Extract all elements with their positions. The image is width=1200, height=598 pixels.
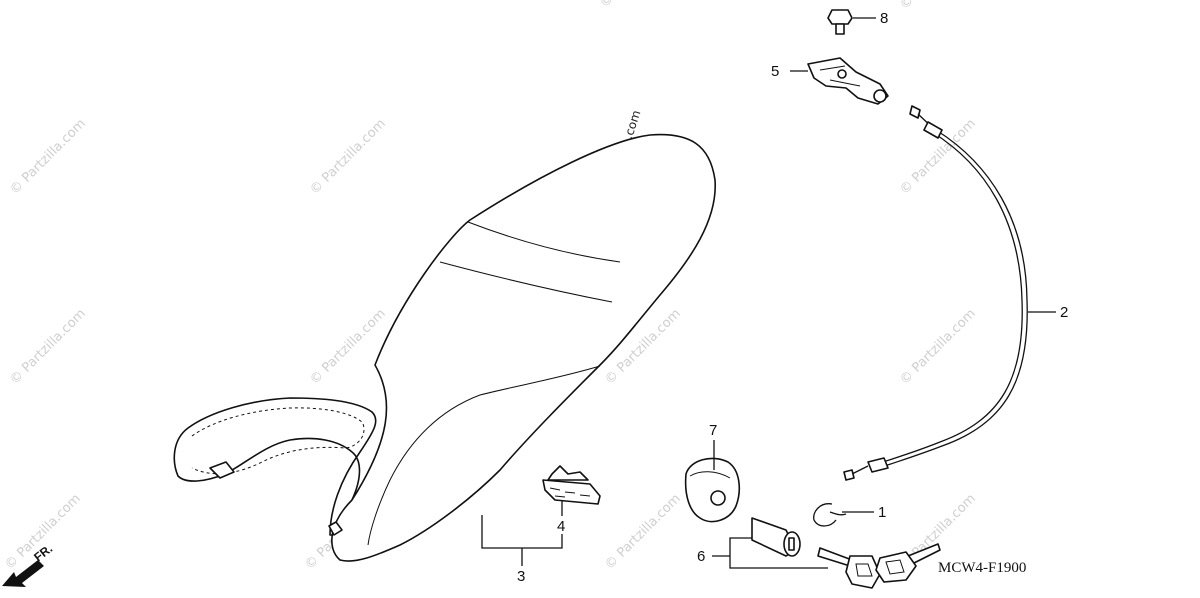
clip-part[interactable]: [813, 503, 847, 527]
callouts: 1 2 3 4 5 6 7 8: [517, 10, 1068, 585]
seat-seam-line: [439, 261, 613, 303]
cushion-top: [547, 465, 589, 481]
watermark: © Partzilla.com: [307, 306, 389, 388]
lock-cylinder-part[interactable]: [751, 517, 801, 557]
bolt-head: [827, 9, 853, 25]
seat-step-line: [467, 221, 621, 263]
cover-hole: [710, 490, 726, 506]
leader-lines: [481, 17, 1056, 569]
seat-lock-cable-part[interactable]: [843, 105, 1028, 481]
watermark: © Partzilla.com: [307, 116, 389, 198]
cable-lower-sleeve: [867, 457, 889, 473]
watermark: © Partzilla.com: [597, 0, 679, 11]
bolt-shank: [835, 23, 845, 35]
cushion-body: [542, 479, 601, 505]
callout-1[interactable]: 1: [878, 504, 886, 521]
seat-hook: [209, 461, 235, 479]
watermark: © Partzilla.com: [7, 306, 89, 388]
seat-stitching: [191, 407, 365, 475]
callout-6[interactable]: 6: [697, 548, 705, 565]
cover-edge: [689, 471, 731, 479]
seat-outline: [173, 397, 377, 536]
seat-catch-part[interactable]: [807, 57, 889, 105]
key-logo: [855, 559, 905, 577]
callout-4[interactable]: 4: [557, 518, 565, 535]
keys-part[interactable]: [817, 543, 941, 589]
cable-line-inner: [881, 129, 1028, 468]
seat-body: [331, 133, 716, 562]
callout-2[interactable]: 2: [1060, 304, 1068, 321]
callout-8[interactable]: 8: [880, 10, 888, 27]
watermark: © Partzilla.com: [602, 491, 684, 573]
seat-part[interactable]: [173, 133, 716, 562]
cylinder-keyway: [788, 537, 795, 551]
cover-body: [684, 457, 741, 523]
seat-side-line: [367, 365, 601, 546]
cushion-texture: [549, 487, 591, 498]
callout-5[interactable]: 5: [771, 63, 779, 80]
catch-hole: [837, 69, 847, 79]
cable-line: [879, 131, 1023, 464]
clip-wire: [813, 503, 847, 527]
catch-roller: [873, 89, 887, 103]
diagram-code: MCW4-F1900: [938, 560, 1026, 576]
front-arrow-icon: [2, 560, 44, 587]
key-blade-1: [817, 547, 853, 567]
watermark: © Partzilla.com: [897, 306, 979, 388]
watermark: © Partzilla.com: [897, 0, 979, 13]
key-head-1: [845, 555, 881, 589]
cable-lower-rod: [851, 465, 869, 475]
key-head-2: [875, 551, 917, 583]
bolt-part[interactable]: [827, 9, 853, 35]
cable-lower-end: [843, 469, 855, 481]
catch-edge: [819, 65, 861, 87]
callout-3[interactable]: 3: [517, 568, 525, 585]
seat-cushion-part[interactable]: [542, 465, 601, 505]
lock-cover-part[interactable]: [684, 457, 741, 523]
cable-upper-sleeve: [923, 121, 943, 139]
watermark: © Partzilla.com: [7, 116, 89, 198]
cable-upper-end: [909, 105, 921, 119]
callout-7[interactable]: 7: [709, 422, 717, 439]
catch-plate: [807, 57, 889, 105]
seat-tab: [328, 521, 343, 536]
